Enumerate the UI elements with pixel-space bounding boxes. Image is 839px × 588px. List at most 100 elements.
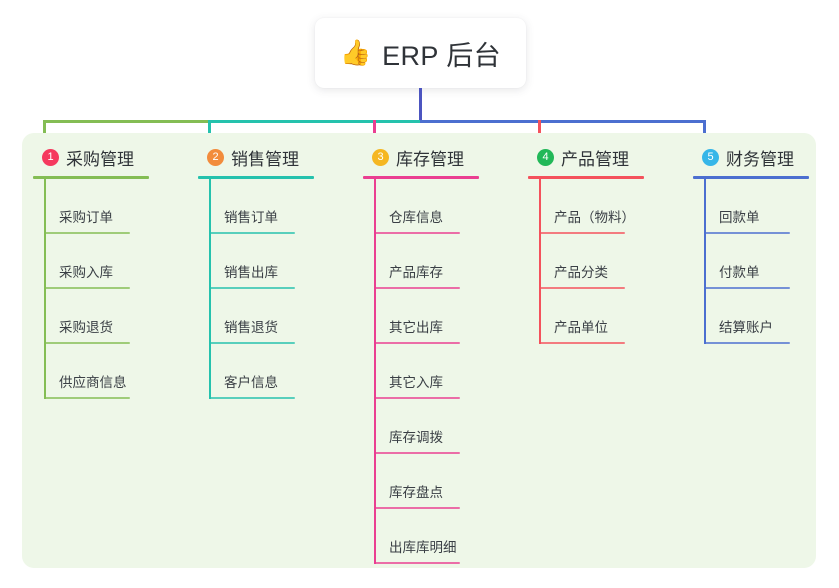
list-item-rule (209, 232, 295, 234)
list-item-rule (374, 562, 460, 564)
list-item-label: 销售订单 (224, 210, 278, 226)
branch-header-rule-5 (693, 176, 809, 179)
list-item-label: 回款单 (719, 210, 760, 226)
list-item-rule (374, 452, 460, 454)
list-item-rule (44, 342, 130, 344)
branch-badge-5: 5 (702, 148, 719, 166)
list-item-rule (374, 507, 460, 509)
branch-bracket-4 (539, 179, 541, 344)
list-item-label: 结算账户 (719, 320, 773, 336)
root-stem (419, 88, 422, 122)
list-item[interactable]: 库存调拨 (363, 399, 513, 454)
list-item[interactable]: 结算账户 (693, 289, 839, 344)
branch-item-list-3: 仓库信息产品库存其它出库其它入库库存调拨库存盘点出库库明细 (363, 179, 513, 564)
list-item-rule (704, 232, 790, 234)
list-item-label: 产品分类 (554, 265, 608, 281)
branch-panel (22, 133, 816, 568)
branch-badge-1: 1 (42, 148, 59, 166)
branch-title-2: 销售管理 (231, 149, 299, 169)
branch-badge-3: 3 (372, 148, 389, 166)
list-item[interactable]: 产品库存 (363, 234, 513, 289)
branch-drop-4 (538, 120, 541, 145)
list-item-rule (539, 232, 625, 234)
branch-title-5: 财务管理 (726, 149, 794, 169)
list-item[interactable]: 客户信息 (198, 344, 348, 399)
bus-segment-1 (43, 120, 208, 123)
list-item-label: 产品库存 (389, 265, 443, 281)
branch-header-3[interactable]: 3 库存管理 (363, 145, 513, 169)
list-item-label: 仓库信息 (389, 210, 443, 226)
branch-bracket-3 (374, 179, 376, 564)
list-item[interactable]: 付款单 (693, 234, 839, 289)
list-item[interactable]: 出库库明细 (363, 509, 513, 564)
list-item-label: 其它入库 (389, 375, 443, 391)
list-item-rule (209, 342, 295, 344)
list-item-rule (209, 287, 295, 289)
thumbs-up-icon: 👍 (339, 38, 372, 67)
bus-segment-3 (420, 120, 705, 123)
branch-column-2: 2 销售管理销售订单销售出库销售退货客户信息 (198, 145, 348, 399)
list-item-label: 库存调拨 (389, 430, 443, 446)
list-item[interactable]: 供应商信息 (33, 344, 183, 399)
branch-header-rule-4 (528, 176, 644, 179)
list-item[interactable]: 产品（物料） (528, 179, 678, 234)
branch-title-3: 库存管理 (396, 149, 464, 169)
branch-header-5[interactable]: 5 财务管理 (693, 145, 839, 169)
branch-item-list-1: 采购订单采购入库采购退货供应商信息 (33, 179, 183, 399)
list-item[interactable]: 库存盘点 (363, 454, 513, 509)
list-item-label: 产品（物料） (554, 210, 635, 226)
list-item[interactable]: 其它出库 (363, 289, 513, 344)
branch-bracket-1 (44, 179, 46, 399)
branch-drop-3 (373, 120, 376, 145)
branch-item-list-5: 回款单付款单结算账户 (693, 179, 839, 344)
branch-badge-2: 2 (207, 148, 224, 166)
root-title: ERP 后台 (382, 40, 502, 71)
list-item[interactable]: 采购入库 (33, 234, 183, 289)
list-item-label: 其它出库 (389, 320, 443, 336)
branch-drop-5 (703, 120, 706, 145)
branch-column-3: 3 库存管理仓库信息产品库存其它出库其它入库库存调拨库存盘点出库库明细 (363, 145, 513, 564)
branch-header-rule-1 (33, 176, 149, 179)
list-item-rule (209, 397, 295, 399)
list-item-label: 供应商信息 (59, 375, 127, 391)
list-item[interactable]: 其它入库 (363, 344, 513, 399)
list-item-label: 采购入库 (59, 265, 113, 281)
branch-header-1[interactable]: 1 采购管理 (33, 145, 183, 169)
branch-header-2[interactable]: 2 销售管理 (198, 145, 348, 169)
branch-item-list-4: 产品（物料） 产品分类产品单位 (528, 179, 678, 344)
branch-column-5: 5 财务管理回款单付款单结算账户 (693, 145, 839, 344)
list-item[interactable]: 采购订单 (33, 179, 183, 234)
list-item-rule (44, 397, 130, 399)
list-item[interactable]: 销售订单 (198, 179, 348, 234)
list-item-rule (704, 342, 790, 344)
list-item-rule (374, 287, 460, 289)
list-item[interactable]: 销售退货 (198, 289, 348, 344)
list-item-label: 付款单 (719, 265, 760, 281)
list-item-rule (374, 397, 460, 399)
list-item[interactable]: 产品分类 (528, 234, 678, 289)
branch-drop-2 (208, 120, 211, 145)
list-item-rule (704, 287, 790, 289)
list-item-label: 采购退货 (59, 320, 113, 336)
list-item-rule (374, 342, 460, 344)
list-item-label: 产品单位 (554, 320, 608, 336)
branch-title-1: 采购管理 (66, 149, 134, 169)
bus-segment-2 (208, 120, 420, 123)
list-item-label: 销售退货 (224, 320, 278, 336)
list-item[interactable]: 销售出库 (198, 234, 348, 289)
list-item-rule (374, 232, 460, 234)
list-item[interactable]: 采购退货 (33, 289, 183, 344)
list-item-rule (44, 232, 130, 234)
list-item[interactable]: 产品单位 (528, 289, 678, 344)
list-item-label: 客户信息 (224, 375, 278, 391)
list-item[interactable]: 回款单 (693, 179, 839, 234)
root-node[interactable]: 👍 ERP 后台 (315, 18, 526, 88)
branch-header-rule-3 (363, 176, 479, 179)
branch-item-list-2: 销售订单销售出库销售退货客户信息 (198, 179, 348, 399)
list-item[interactable]: 仓库信息 (363, 179, 513, 234)
branch-header-rule-2 (198, 176, 314, 179)
branch-column-1: 1 采购管理采购订单采购入库采购退货供应商信息 (33, 145, 183, 399)
list-item-rule (539, 287, 625, 289)
